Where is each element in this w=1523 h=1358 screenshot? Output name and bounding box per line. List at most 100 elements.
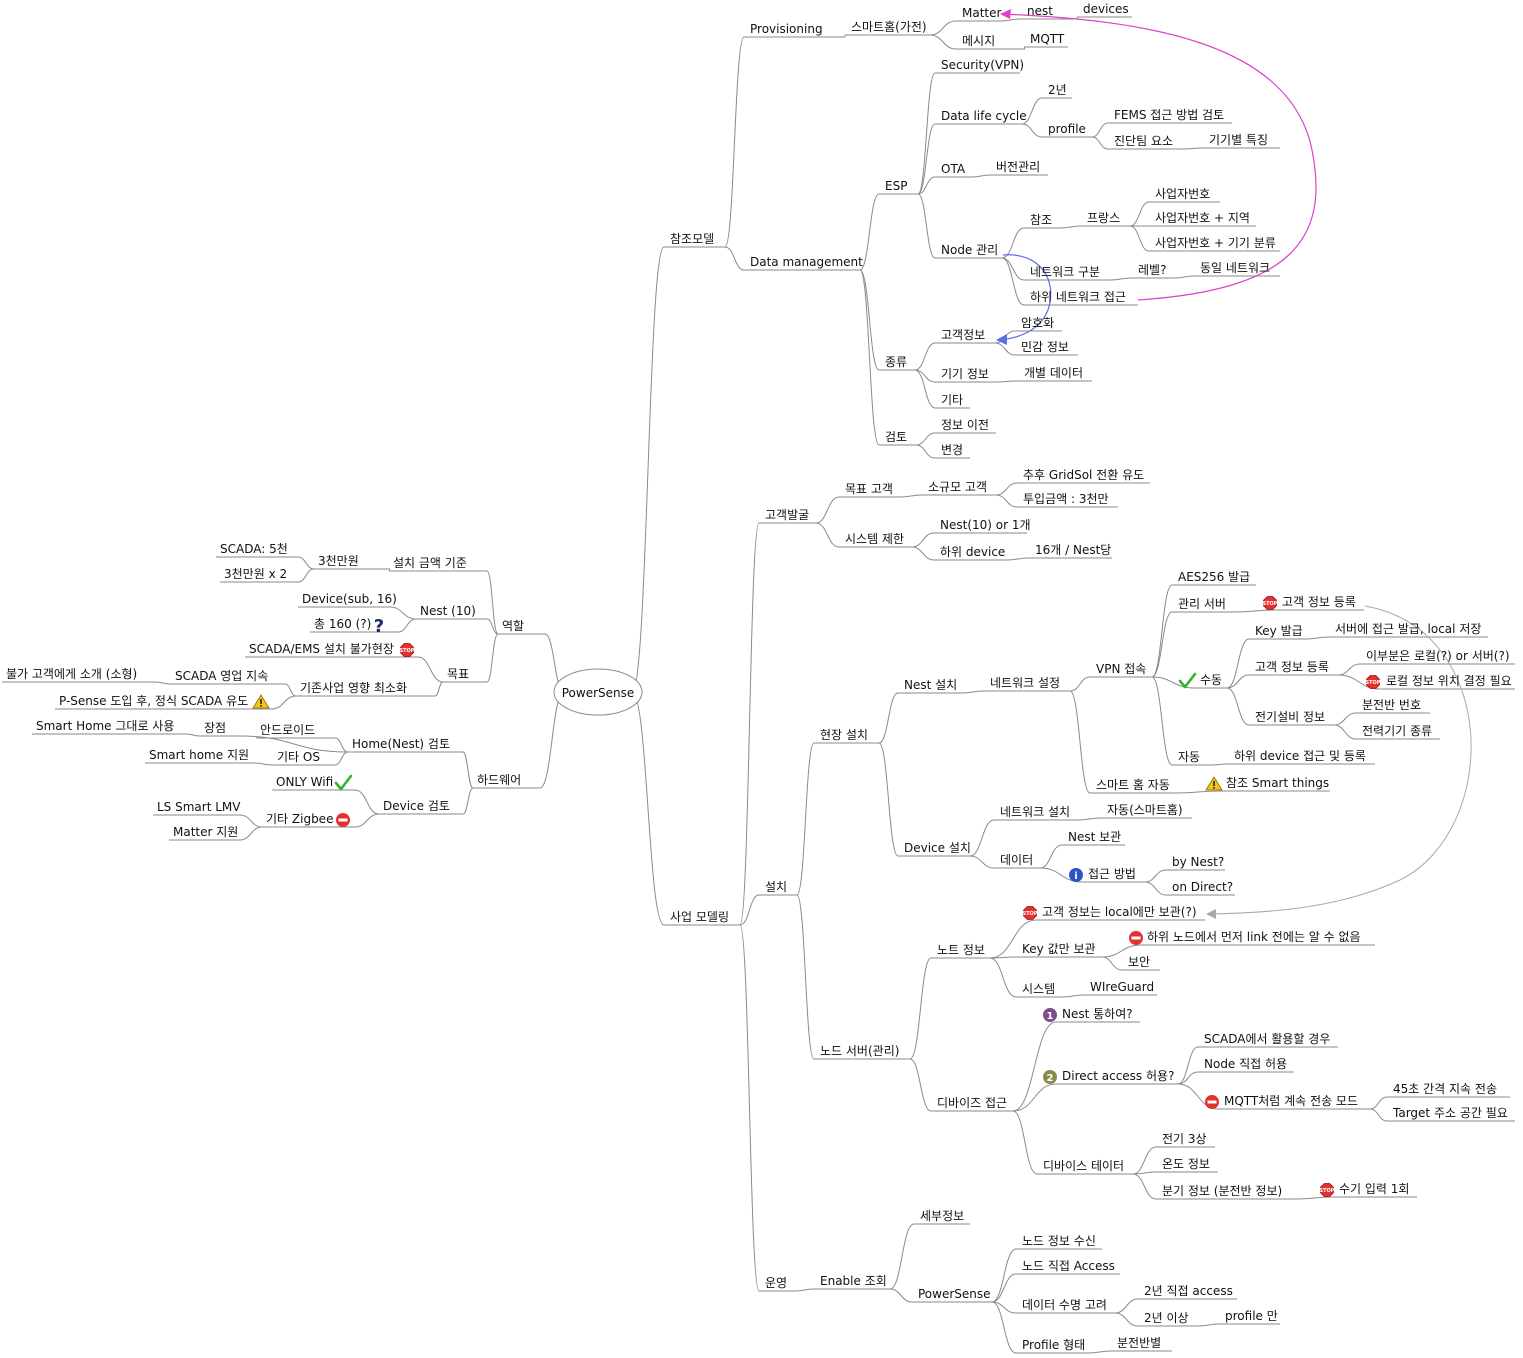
node-elec[interactable]: 전기설비 정보 [1255,710,1325,724]
node-devrev[interactable]: Device 검토 [383,799,450,813]
node-prov[interactable]: Provisioning [750,22,823,36]
node-devices[interactable]: devices [1083,2,1129,16]
node-review[interactable]: 검토 [885,430,907,444]
node-addr[interactable]: Target 주소 공간 필요 [1392,1106,1508,1120]
node-nest10b[interactable]: Nest (10) [420,604,476,618]
node-change[interactable]: 변경 [941,443,963,457]
node-zigbee[interactable]: 기타 Zigbee [266,812,333,826]
node-minimize[interactable]: 기존사업 영향 최소화 [300,681,407,695]
node-ver[interactable]: 버전관리 [996,160,1040,174]
node-wifi[interactable]: ONLY Wifi [276,775,333,789]
root-label[interactable]: PowerSense [562,686,635,700]
node-etc[interactable]: 기타 [941,393,963,407]
node-subreg[interactable]: 하위 device 접근 및 등록 [1234,749,1366,763]
root-node[interactable]: PowerSense [553,668,643,716]
node-sublink[interactable]: 하위 노드에서 먼저 link 전에는 알 수 없음 [1147,930,1361,944]
node-proftype[interactable]: Profile 형태 [1022,1338,1085,1352]
node-autosh[interactable]: 자동(스마트홈) [1107,803,1183,817]
node-data[interactable]: 데이터 [1000,853,1033,867]
node-site[interactable]: 현장 설치 [820,728,868,742]
node-syslimit[interactable]: 시스템 제한 [845,532,904,546]
node-profonly[interactable]: profile 만 [1225,1309,1278,1323]
node-total[interactable]: 총 160 (?) [314,617,371,631]
node-enable[interactable]: Enable 조회 [820,1274,887,1288]
node-home[interactable]: Home(Nest) 검토 [352,737,450,751]
node-esp[interactable]: ESP [885,179,907,193]
node-mgmtsrv[interactable]: 관리 서버 [1178,597,1226,611]
node-netset[interactable]: 네트워크 설정 [990,676,1060,690]
node-ref[interactable]: 참조모델 [670,232,714,246]
node-panel[interactable]: 분전반별 [1117,1336,1161,1350]
node-mqttlike[interactable]: MQTT처럼 계속 전송 모드 [1224,1094,1358,1108]
node-subnet[interactable]: 하위 네트워크 접근 [1030,290,1126,304]
node-france[interactable]: 프랑스 [1087,211,1120,225]
node-vpn[interactable]: Security(VPN) [941,58,1024,72]
node-matterok[interactable]: Matter 지원 [173,825,238,839]
node-2y[interactable]: 2년 [1048,83,1067,97]
node-custlocal[interactable]: 고객 정보는 local에만 보관(?) [1042,905,1197,919]
node-bizmodel[interactable]: 사업 모델링 [670,910,729,924]
node-16[interactable]: 16개 / Nest당 [1035,543,1111,557]
node-ref2[interactable]: 참조 [1030,213,1052,227]
node-scada5[interactable]: SCADA: 5천 [220,541,288,556]
node-mqtt[interactable]: MQTT [1030,32,1065,46]
node-biz1[interactable]: 사업자번호 [1155,187,1210,201]
node-recv[interactable]: 노드 정보 수신 [1022,1234,1096,1248]
node-custreg1[interactable]: 고객 정보 등록 [1282,595,1356,609]
node-nest[interactable]: nest [1027,4,1053,18]
node-biz2[interactable]: 사업자번호 + 지역 [1155,211,1250,225]
node-nest10[interactable]: Nest(10) or 1개 [940,518,1031,532]
node-kind[interactable]: 종류 [885,355,907,369]
node-detail[interactable]: 세부정보 [920,1209,964,1223]
node-nestinst[interactable]: Nest 설치 [904,678,957,692]
node-bynest[interactable]: by Nest? [1172,855,1224,869]
node-sens[interactable]: 민감 정보 [1021,340,1069,354]
node-invest[interactable]: 투입금액 : 3천만 [1023,491,1109,506]
node-nosite[interactable]: SCADA/EMS 설치 불가현장 [249,642,394,656]
node-otheros[interactable]: 기타 OS [277,750,320,764]
node-diag[interactable]: 진단팀 요소 [1114,134,1173,148]
node-biz3[interactable]: 사업자번호 + 기기 분류 [1155,236,1276,250]
node-auto[interactable]: 자동 [1178,750,1200,764]
node-45s[interactable]: 45초 간격 지속 전송 [1393,1082,1497,1096]
node-temp[interactable]: 온도 정보 [1162,1157,1210,1171]
node-devinst[interactable]: Device 설치 [904,841,971,855]
node-subdev[interactable]: 하위 device [940,545,1005,559]
node-powtype[interactable]: 전력기기 종류 [1362,724,1432,738]
node-keyiss[interactable]: Key 발급 [1255,624,1303,638]
node-2yplus[interactable]: 2년 이상 [1144,1311,1189,1325]
node-3ph[interactable]: 전기 3상 [1162,1132,1207,1146]
node-sh[interactable]: 스마트홈(가전) [851,20,927,34]
node-enc[interactable]: 암호화 [1021,316,1054,330]
node-node[interactable]: Node 관리 [941,243,998,257]
node-vianest[interactable]: Nest 통하여? [1062,1007,1133,1021]
node-discover[interactable]: 고객발굴 [765,508,809,522]
node-30m[interactable]: 3천만원 [318,553,359,568]
node-hw[interactable]: 하드웨어 [477,773,521,787]
node-pros[interactable]: 장점 [204,721,226,735]
node-devfeat[interactable]: 기기별 특징 [1209,133,1268,147]
node-localsrv[interactable]: 이부분은 로컬(?) or 서버(?) [1366,649,1510,663]
node-profile[interactable]: profile [1048,122,1086,136]
node-system[interactable]: 시스템 [1022,982,1055,996]
node-ondirect[interactable]: on Direct? [1172,880,1233,894]
node-ps[interactable]: PowerSense [918,1287,991,1301]
node-access[interactable]: 접근 방법 [1088,867,1136,881]
node-lsmlv[interactable]: LS Smart LMV [157,800,241,814]
node-dm[interactable]: Data management [750,255,863,269]
node-netdiv[interactable]: 네트워크 구분 [1030,265,1100,279]
node-migr[interactable]: 정보 이전 [941,418,989,432]
node-intro[interactable]: 불가 고객에게 소개 (소형) [6,667,137,681]
node-sec[interactable]: 보안 [1128,955,1150,969]
node-nestkeep[interactable]: Nest 보관 [1068,830,1121,844]
node-devinfo[interactable]: 기기 정보 [941,367,989,381]
node-matter[interactable]: Matter [962,6,1002,20]
node-devsub[interactable]: Device(sub, 16) [302,592,397,606]
node-manual1[interactable]: 수기 입력 1회 [1339,1182,1409,1196]
node-target[interactable]: 목표 고객 [845,482,893,496]
node-android[interactable]: 안드로이드 [260,723,315,737]
node-devdata[interactable]: 디바이스 테이터 [1043,1159,1124,1173]
node-panelno[interactable]: 분전반 번호 [1362,698,1421,712]
node-directq[interactable]: Direct access 허용? [1062,1069,1174,1083]
node-shsupport[interactable]: Smart home 지원 [149,748,249,762]
